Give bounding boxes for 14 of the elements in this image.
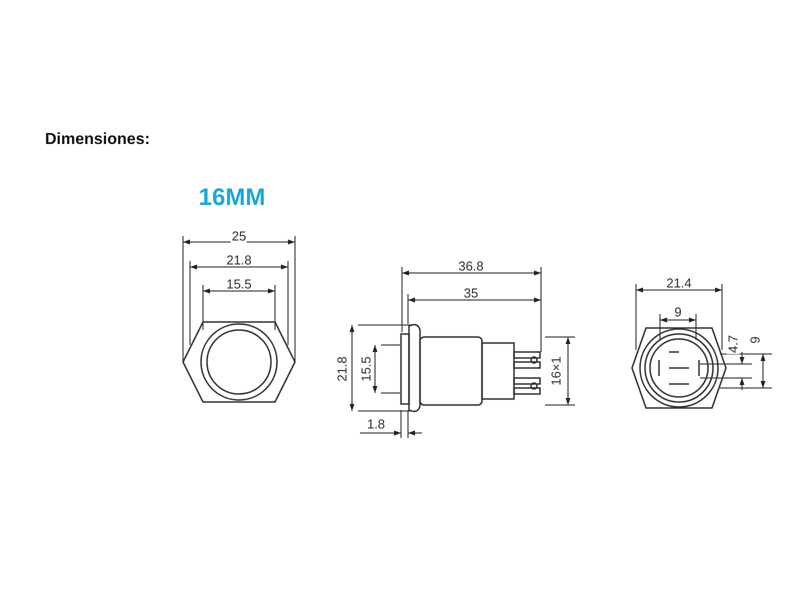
dimension-label: 16×1 — [550, 355, 562, 387]
dimension-label: 15.5 — [225, 278, 253, 290]
dimension-label: 1.8 — [366, 418, 386, 430]
dimension-label: 15.5 — [360, 355, 372, 383]
dimension-label: 21.8 — [225, 254, 253, 266]
heading: Dimensiones: — [45, 131, 150, 149]
dimension-label: 35 — [462, 286, 480, 300]
dimension-label: 9 — [673, 306, 683, 318]
dimension-label: 21.4 — [665, 276, 693, 290]
dimension-label: 36.8 — [457, 260, 485, 272]
dimension-label: 9 — [748, 335, 762, 345]
dimension-label: 4.7 — [726, 334, 740, 354]
dimension-label: 21.8 — [336, 355, 348, 383]
dimension-label: 25 — [230, 230, 248, 242]
